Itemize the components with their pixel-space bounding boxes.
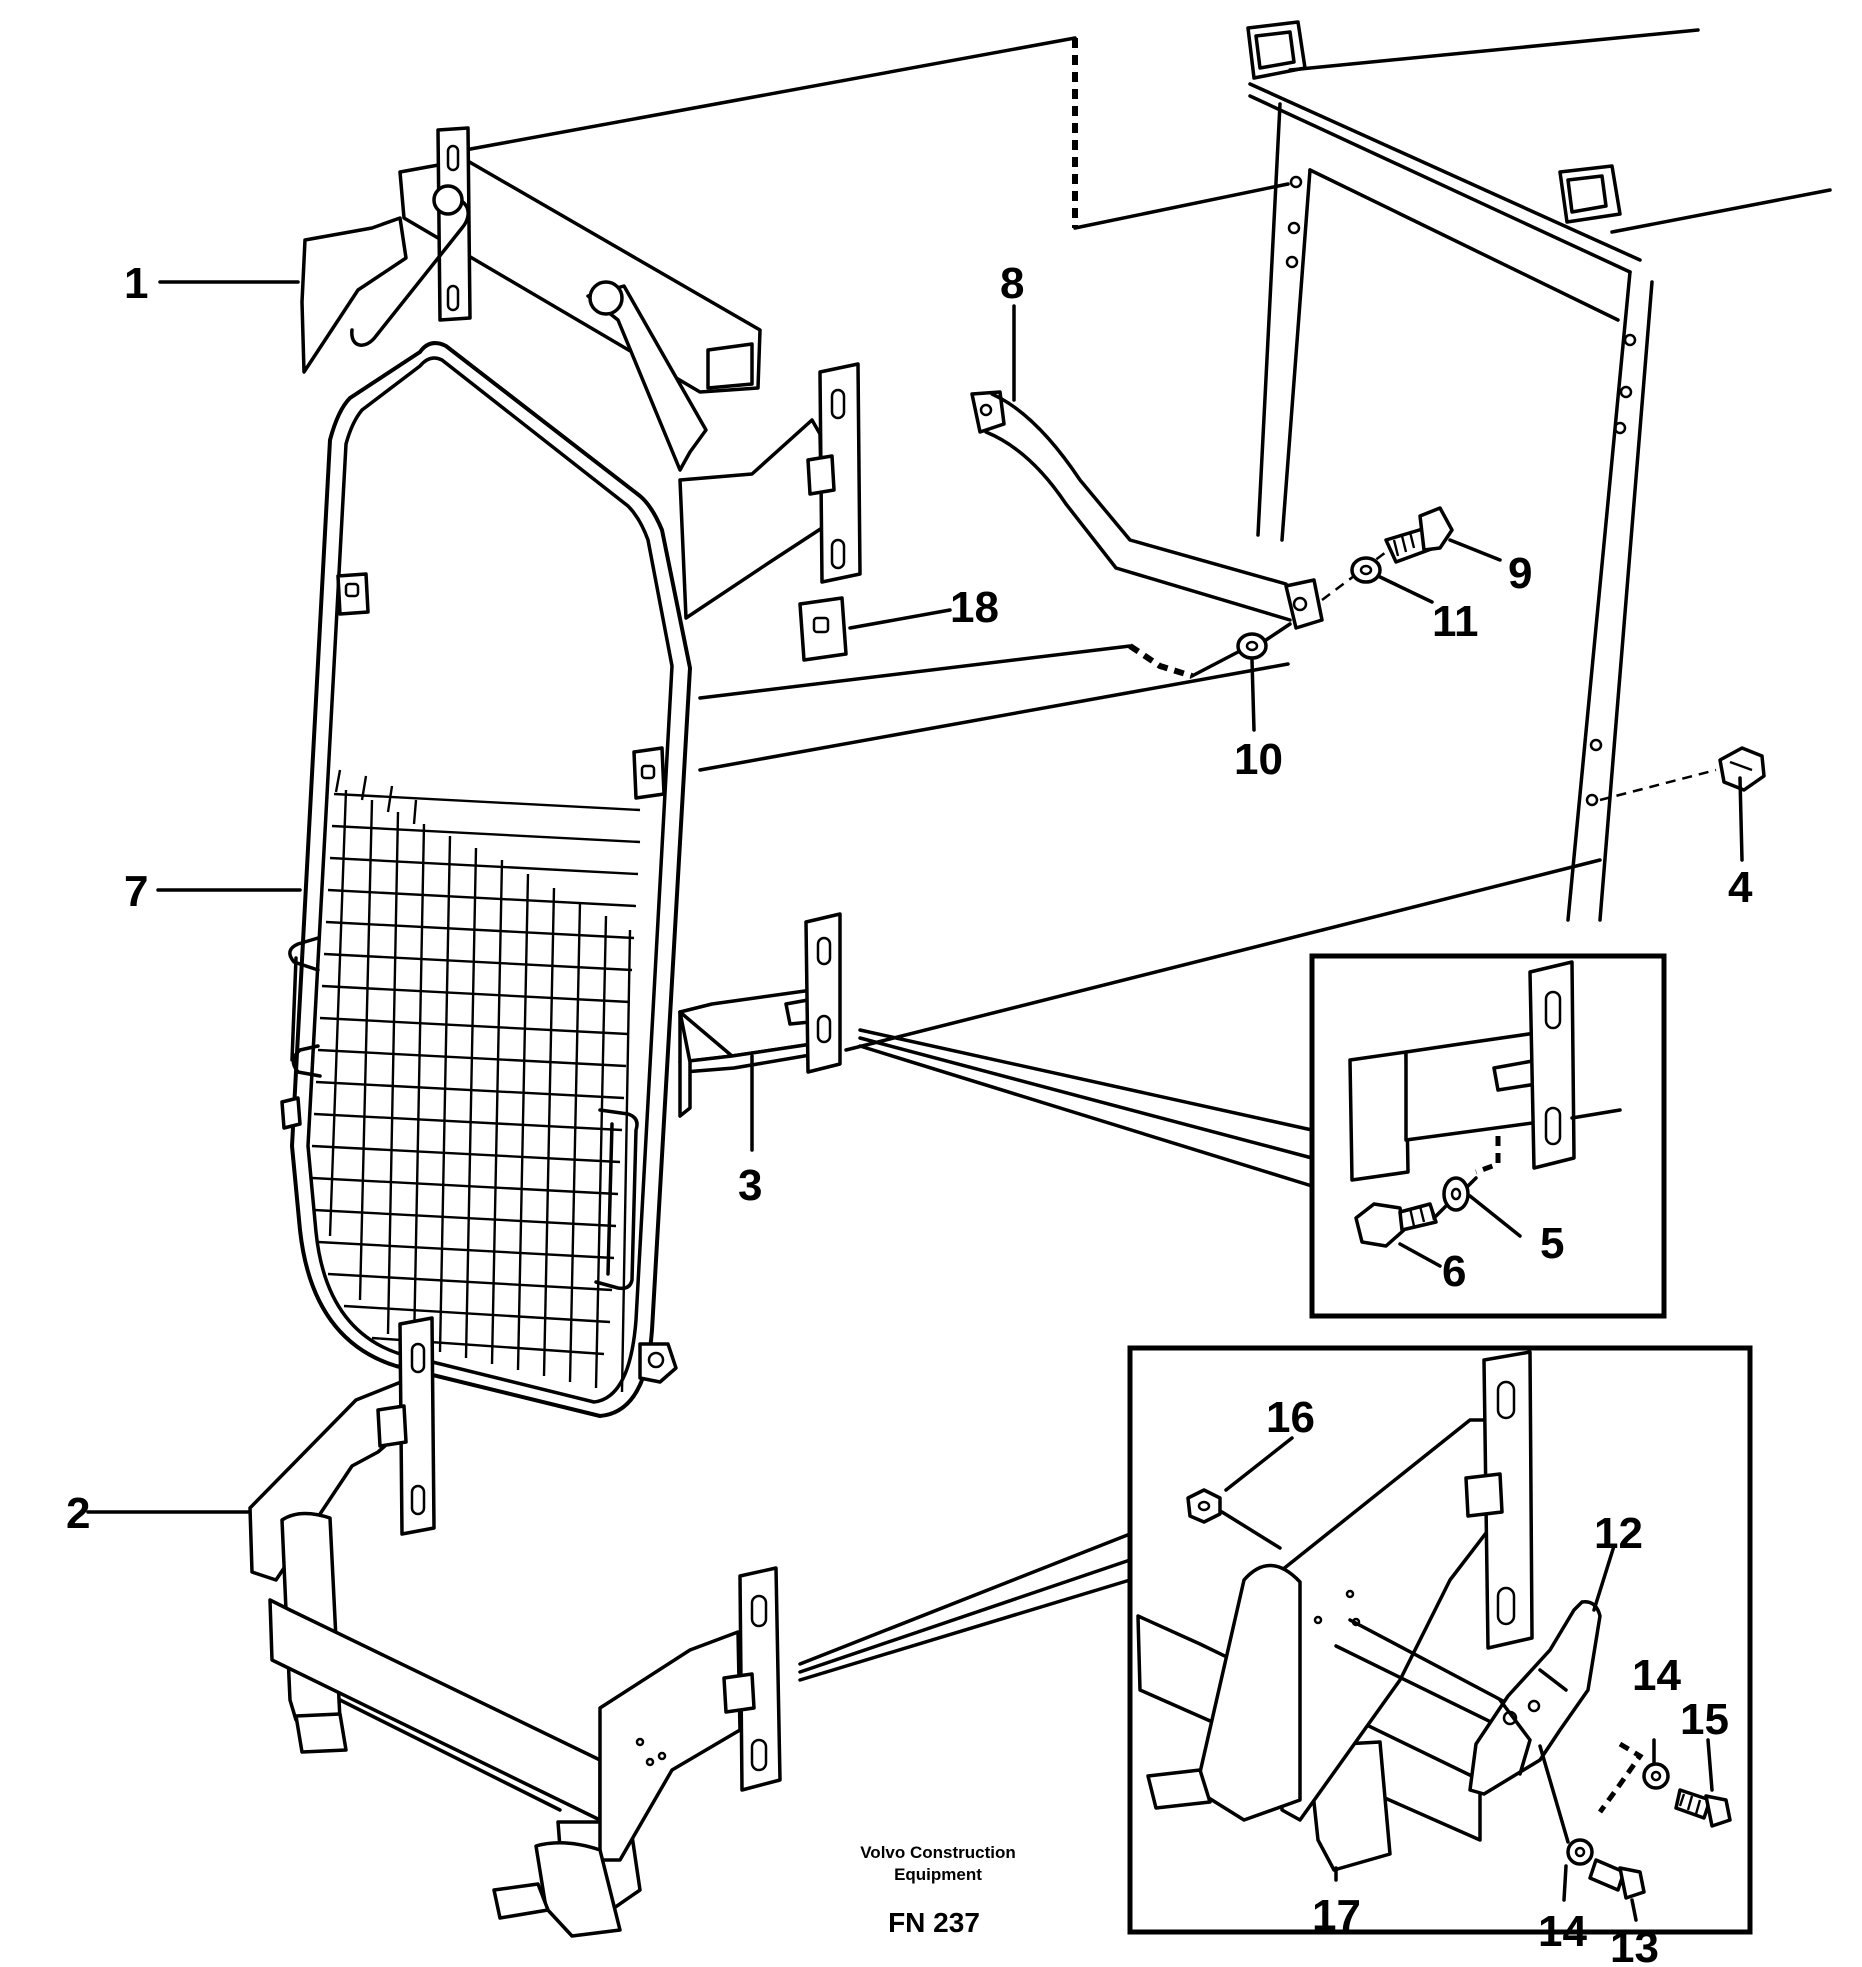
support-bar [970, 390, 1324, 630]
caption-equipment: Equipment [894, 1865, 982, 1884]
callout-2: 2 [66, 1489, 90, 1538]
nut-plate [798, 596, 848, 662]
cab-frame [1246, 20, 1832, 922]
callout-8: 8 [1000, 259, 1024, 308]
callout-12: 12 [1594, 1509, 1643, 1558]
protective-mesh-screen [280, 341, 692, 1418]
callout-14-lower: 14 [1538, 1907, 1587, 1956]
callout-14-upper: 14 [1632, 1651, 1681, 1700]
callout-6: 6 [1442, 1247, 1466, 1296]
callout-17: 17 [1312, 1891, 1361, 1940]
nut [1599, 746, 1766, 802]
middle-mounting-bracket [678, 858, 1602, 1118]
figure-code: FN 237 [888, 1907, 980, 1938]
upper-mounting-bracket [300, 126, 862, 620]
callout-labels: 1 2 3 4 5 6 7 8 9 10 11 12 13 14 14 15 1… [66, 259, 1753, 1967]
publisher-caption: Volvo Construction Equipment FN 237 [860, 1843, 1016, 1938]
callout-10: 10 [1234, 735, 1283, 784]
callout-4: 4 [1728, 863, 1753, 912]
callout-7: 7 [124, 867, 148, 916]
bolt-and-washers-upper [1190, 506, 1454, 678]
callout-3: 3 [738, 1161, 762, 1210]
callout-16: 16 [1266, 1393, 1315, 1442]
callout-11: 11 [1432, 597, 1479, 646]
lower-mounting-bracket [248, 1316, 782, 1938]
detail-box-bracket [1309, 953, 1667, 1319]
callout-15: 15 [1680, 1695, 1729, 1744]
callout-13: 13 [1610, 1923, 1659, 1967]
leader-lines [86, 280, 1744, 1922]
callout-9: 9 [1508, 549, 1532, 598]
callout-1: 1 [124, 259, 148, 308]
caption-company: Volvo Construction [860, 1843, 1016, 1862]
callout-18: 18 [950, 583, 999, 632]
callout-5: 5 [1540, 1219, 1564, 1268]
detail-box-lower-bracket [1127, 1345, 1753, 1935]
